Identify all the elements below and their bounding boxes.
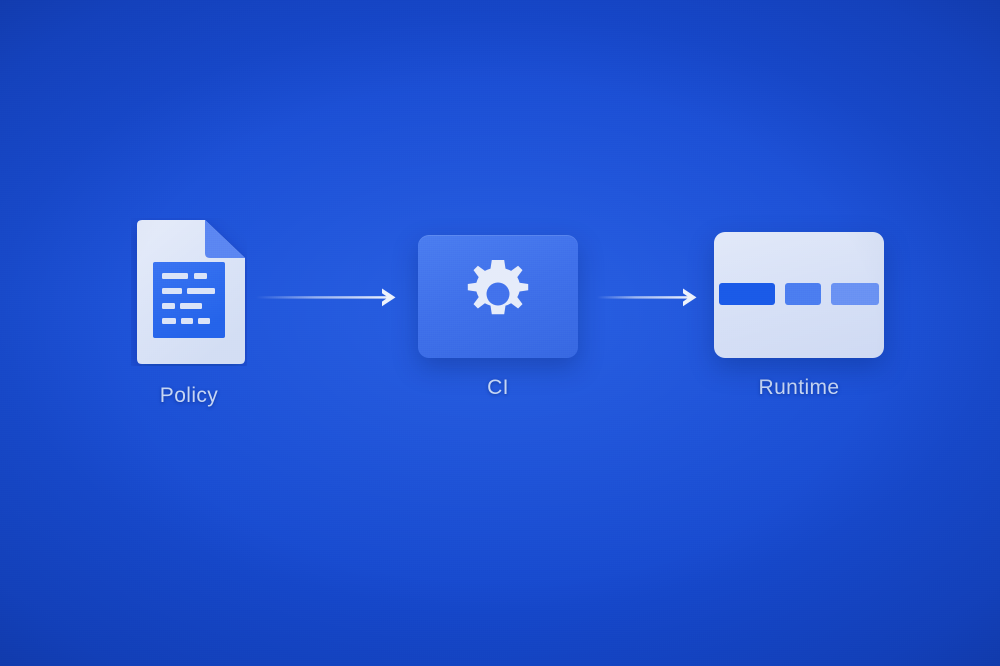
connector-policy-to-ci bbox=[256, 283, 400, 318]
dashboard-bar-3 bbox=[831, 283, 879, 305]
gear-icon bbox=[460, 256, 536, 337]
dashboard-card-icon bbox=[714, 232, 884, 358]
node-label-policy: Policy bbox=[159, 384, 219, 407]
node-label-ci: CI bbox=[487, 376, 509, 399]
ci-card bbox=[418, 235, 578, 358]
node-runtime[interactable]: Runtime bbox=[709, 232, 889, 400]
connector-ci-to-runtime bbox=[597, 283, 701, 318]
node-label-runtime: Runtime bbox=[758, 376, 840, 399]
node-policy[interactable]: Policy bbox=[99, 218, 279, 408]
dashboard-bar-2 bbox=[785, 283, 821, 305]
dashboard-bar-1 bbox=[719, 283, 775, 305]
dashboard-bars bbox=[714, 283, 884, 305]
document-icon bbox=[131, 218, 247, 366]
node-ci[interactable]: CI bbox=[408, 235, 588, 400]
